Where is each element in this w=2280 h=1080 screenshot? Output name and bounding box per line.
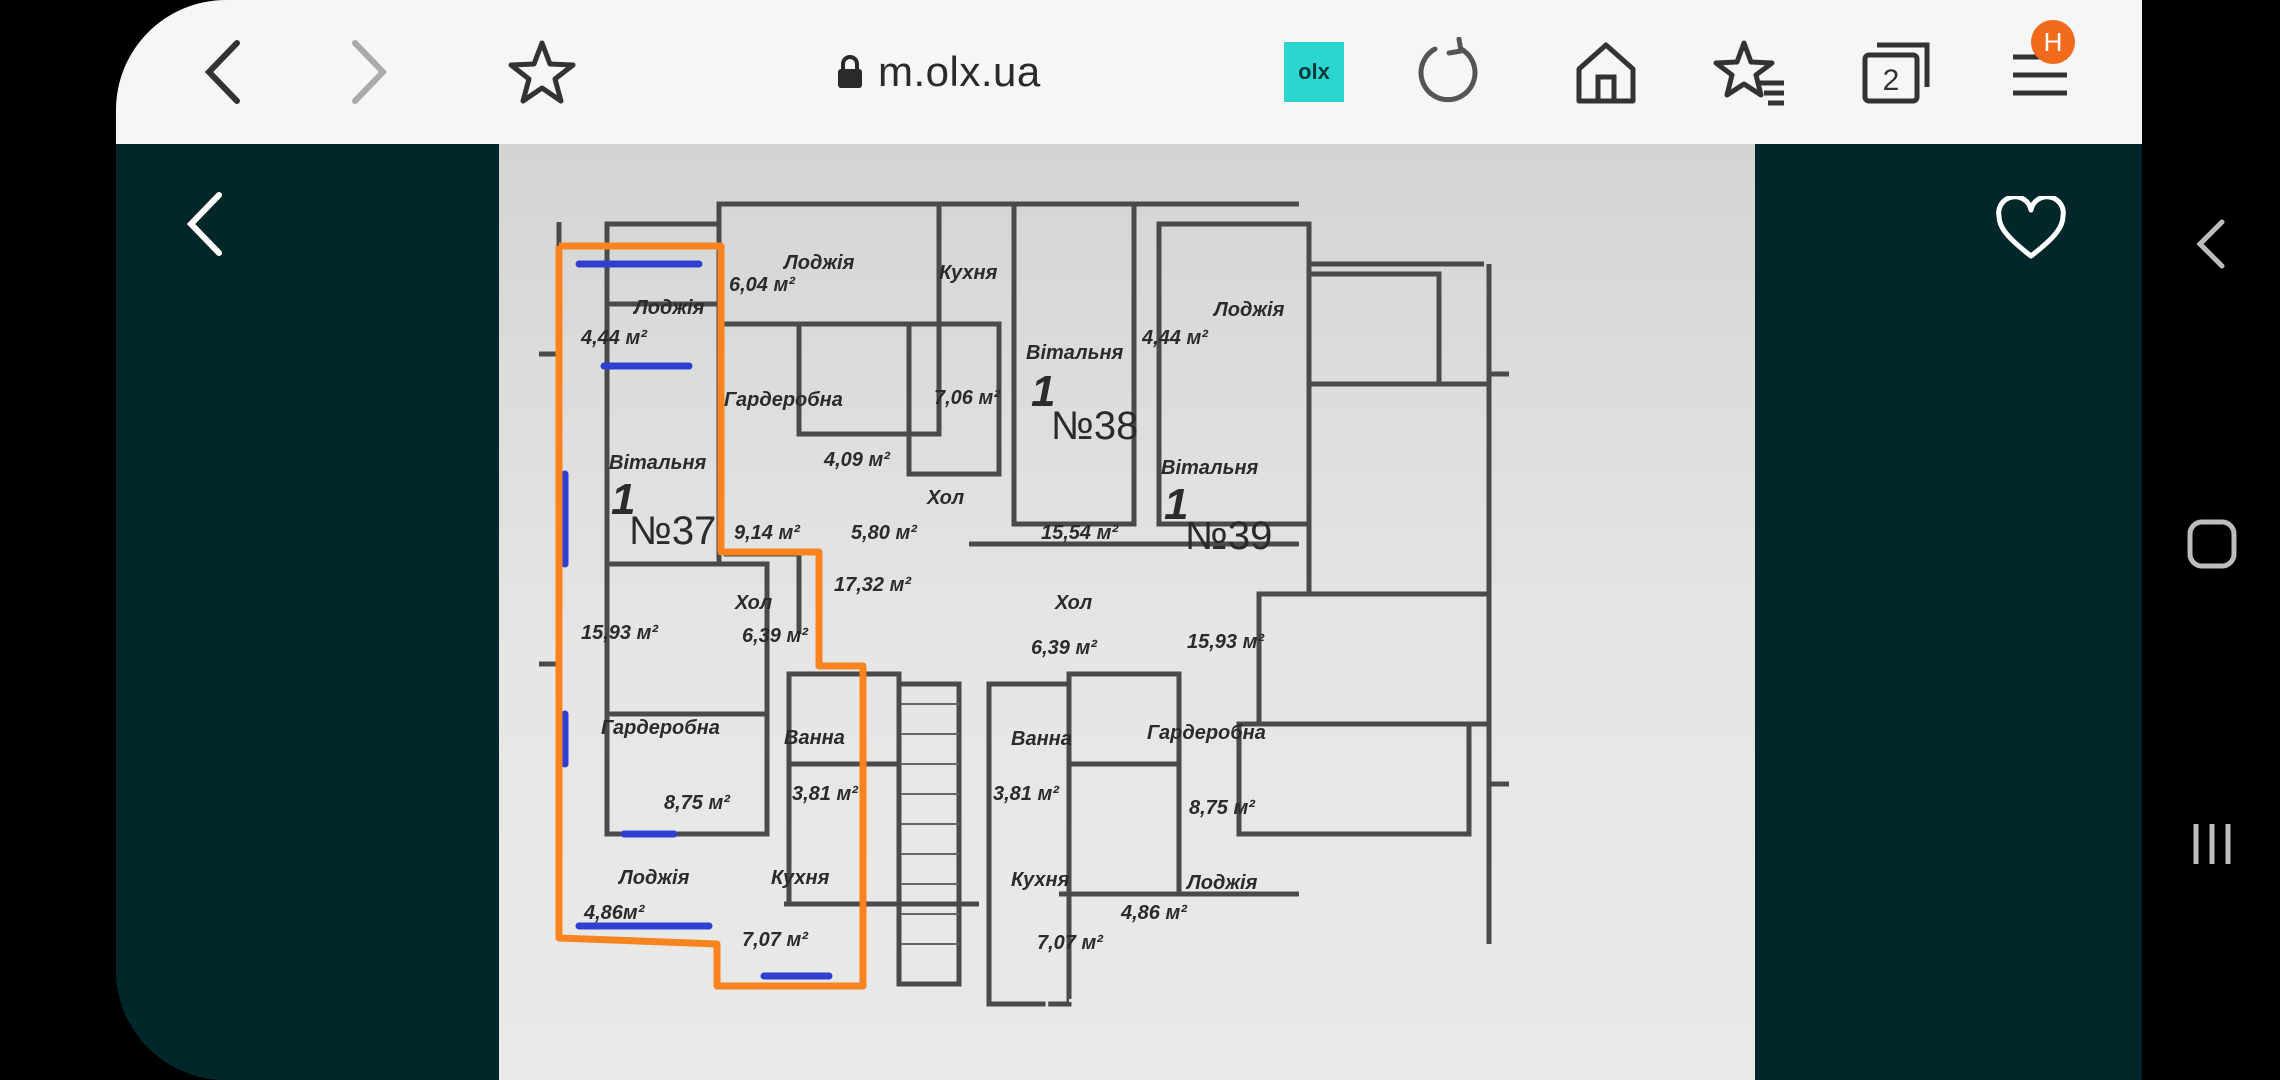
home-square-icon <box>2187 519 2237 569</box>
site-olx-icon[interactable]: olx <box>1284 42 1344 102</box>
plan-label: №38 <box>1051 404 1138 448</box>
plan-label: Хол <box>1054 592 1093 614</box>
star-list-icon <box>1713 40 1784 106</box>
plan-label: Лоджія <box>632 297 705 319</box>
plan-label: 7,07 м² <box>1037 932 1104 954</box>
plan-label: Вітальня <box>1161 457 1259 479</box>
plan-label: №37 <box>629 509 716 553</box>
tabs-icon: 2 <box>1862 42 1930 104</box>
plan-label: 1 <box>1031 367 1055 416</box>
plan-label: Лоджія <box>617 867 690 889</box>
home-icon <box>1576 42 1636 104</box>
plan-label: Ванна <box>1011 728 1072 750</box>
chevron-left-icon <box>2196 219 2225 269</box>
browser-toolbar: m.olx.ua olx <box>116 0 2142 144</box>
plan-label: 1 <box>1164 480 1188 529</box>
tab-count: 2 <box>1883 64 1900 97</box>
plan-label: 8,75 м² <box>664 792 731 814</box>
plan-label: 4,44 м² <box>580 327 648 349</box>
plan-label: Гардеробна <box>601 717 720 739</box>
plan-label: 4,86 м² <box>1120 902 1188 924</box>
favorite-button[interactable] <box>1986 184 2076 274</box>
image-viewer[interactable]: Лоджія 4,44 м² Вітальня 1 №37 15,93 м² Г… <box>116 144 2142 1080</box>
plan-label: 4,09 м² <box>823 449 891 471</box>
plan-label: 6,39 м² <box>1031 637 1098 659</box>
address-bar[interactable]: m.olx.ua <box>836 40 1041 104</box>
plan-label: 8,75 м² <box>1189 797 1256 819</box>
bookmarks-list-button[interactable] <box>1708 30 1792 114</box>
plan-label: 7,06 м² <box>934 387 1001 409</box>
plan-label: Лоджія <box>1212 299 1285 321</box>
plan-label: Лоджія <box>1185 872 1258 894</box>
plan-label: Вітальня <box>1026 342 1124 364</box>
plan-label: Вітальня <box>609 452 707 474</box>
phone-screen: m.olx.ua olx <box>116 0 2142 1080</box>
plan-label: 5,80 м² <box>851 522 918 544</box>
plan-label: 15,93 м² <box>1187 631 1265 653</box>
chevron-left-icon <box>186 192 222 256</box>
url-text: m.olx.ua <box>878 48 1041 95</box>
system-navigation-bar <box>2142 0 2280 1080</box>
plan-label: 17,32 м² <box>834 574 912 596</box>
floor-plan-photo: Лоджія 4,44 м² Вітальня 1 №37 15,93 м² Г… <box>499 144 1755 1080</box>
plan-label: Кухня <box>1011 869 1070 891</box>
floor-plan-drawing: Лоджія 4,44 м² Вітальня 1 №37 15,93 м² Г… <box>539 201 1509 1007</box>
plan-label: Ванна <box>784 727 845 749</box>
plan-label: 15,54 м² <box>1041 522 1119 544</box>
system-home-button[interactable] <box>2176 508 2248 580</box>
reload-button[interactable] <box>1406 30 1490 114</box>
plan-label: Хол <box>926 487 965 509</box>
forward-button[interactable] <box>326 30 410 114</box>
system-recents-button[interactable] <box>2176 808 2248 880</box>
plan-label: 9,14 м² <box>734 522 801 544</box>
chevron-left-icon <box>204 40 240 104</box>
plan-label: 7,07 м² <box>742 929 809 951</box>
plan-label: 15,93 м² <box>581 622 659 644</box>
current-image-index: 1 <box>1038 983 1055 1016</box>
plan-label: Лоджія <box>782 252 855 274</box>
profile-badge: H <box>2031 20 2075 64</box>
plan-label: Кухня <box>771 867 830 889</box>
image-counter: 1 3 <box>1038 980 1199 1020</box>
plan-label: Кухня <box>939 262 998 284</box>
reload-icon <box>1418 37 1478 103</box>
heart-icon <box>1996 196 2066 259</box>
plan-label: 3,81 м² <box>993 783 1060 805</box>
system-back-button[interactable] <box>2176 208 2248 280</box>
total-images: 3 <box>1182 983 1200 1016</box>
plan-label: 6,04 м² <box>729 274 796 296</box>
back-button[interactable] <box>182 30 266 114</box>
lock-icon <box>838 55 862 88</box>
counter-divider <box>1068 998 1169 1002</box>
plan-label: 4,44 м² <box>1141 327 1209 349</box>
plan-label: 3,81 м² <box>792 783 859 805</box>
chevron-right-icon <box>352 40 388 104</box>
plan-label: Гардеробна <box>724 389 843 411</box>
plan-label: 6,39 м² <box>742 625 809 647</box>
plan-label: 4,86м² <box>583 902 646 924</box>
tabs-button[interactable]: 2 <box>1854 30 1938 114</box>
star-icon <box>508 40 576 104</box>
viewer-back-button[interactable] <box>166 184 246 264</box>
recents-icon <box>2193 824 2231 864</box>
plan-label: Гардеробна <box>1147 722 1266 744</box>
home-button[interactable] <box>1564 30 1648 114</box>
plan-label: №39 <box>1185 514 1272 558</box>
bookmark-button[interactable] <box>500 30 584 114</box>
plan-label: 1 <box>611 475 635 524</box>
plan-label: Хол <box>734 592 773 614</box>
